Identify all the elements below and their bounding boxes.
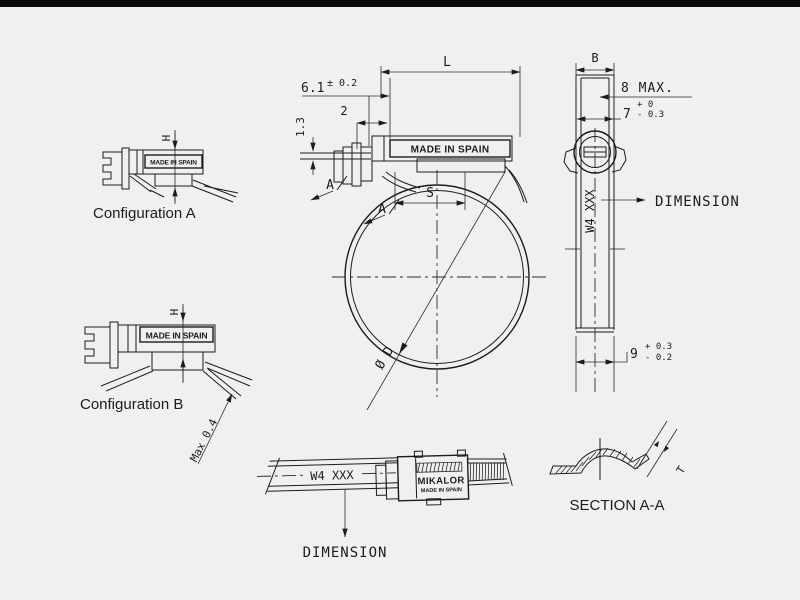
band-brand-sub: MADE IN SPAIN	[421, 487, 462, 494]
front-dim-thickness: 1.3	[294, 117, 307, 137]
front-dim-l: L	[443, 55, 451, 70]
side-leader-label: DIMENSION	[655, 194, 740, 210]
side-view: B 8 MAX. 7 + 0 - 0.3 W4 XXX DIMENSION 9 …	[563, 51, 740, 392]
config-b-stamp: MADE IN SPAIN	[146, 331, 208, 341]
side-dim-nine: 9	[630, 347, 638, 362]
band-code: W4 XXX	[310, 468, 354, 483]
side-dim-b: B	[591, 51, 598, 65]
band-cross-section	[549, 448, 650, 475]
side-dim-nine-plus: + 0.3	[645, 342, 672, 352]
front-dim-width: 6.1	[301, 81, 324, 96]
front-section-mark-1: A	[326, 178, 334, 193]
side-dim-seven-minus: - 0.3	[637, 110, 664, 120]
config-a-caption: Configuration A	[93, 205, 196, 222]
band-brand: MIKALOR	[417, 475, 464, 487]
top-border	[0, 0, 800, 7]
side-dim-seven: 7	[623, 107, 631, 122]
side-dim-seven-plus: + 0	[637, 100, 653, 110]
config-a-dim-h: H	[160, 135, 173, 142]
config-a-view: MADE IN SPAIN H Configuration A	[93, 130, 239, 222]
band-perforations	[469, 462, 505, 481]
side-dim-nine-minus: - 0.2	[645, 353, 672, 363]
side-dim-head-max: 8 MAX.	[621, 81, 674, 96]
band-leader-label: DIMENSION	[303, 545, 388, 561]
side-band-code: W4 XXX	[583, 189, 597, 233]
front-section-mark-2: A	[378, 202, 386, 217]
worm-screw-hatch	[417, 462, 461, 473]
front-dim-width-tol: ± 0.2	[327, 78, 357, 89]
front-dim-s: S	[426, 186, 434, 201]
front-view-stamp: MADE IN SPAIN	[411, 145, 490, 156]
config-a-stamp: MADE IN SPAIN	[150, 160, 197, 167]
section-view: T SECTION A-A	[549, 420, 689, 514]
config-b-caption: Configuration B	[80, 396, 183, 413]
section-caption: SECTION A-A	[569, 497, 664, 514]
front-view: MADE IN SPAIN L 6.1 ± 0.2 2 1.3 S A	[294, 55, 548, 411]
screw-head	[573, 130, 617, 174]
section-hatch	[555, 447, 646, 474]
front-dim-offset: 2	[340, 104, 347, 118]
band-view: W4 XXX MIKALOR MADE IN SPAIN	[256, 449, 513, 561]
config-b-dim-h: H	[168, 309, 181, 316]
